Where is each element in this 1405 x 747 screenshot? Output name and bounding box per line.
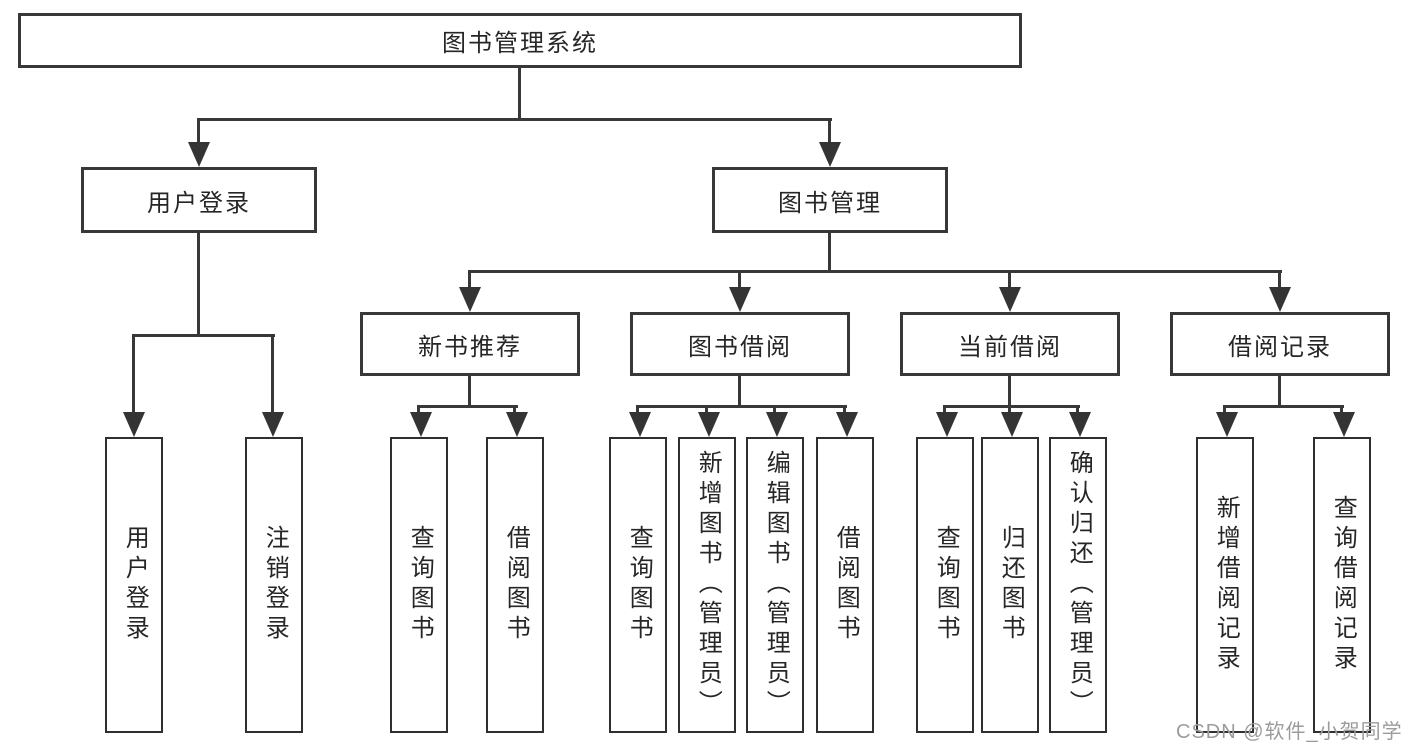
leaf-recommend-borrow-books: 借阅图书 (486, 437, 544, 733)
connector-recommend-stem (468, 376, 471, 407)
csdn-watermark: CSDN @软件_小贺同学 (1176, 721, 1403, 743)
node-current-borrow: 当前借阅 (900, 312, 1120, 376)
arrowhead-borrow-query (629, 412, 651, 437)
arrowhead-current-return (1001, 412, 1023, 437)
connector-drop-borrow-add (705, 407, 708, 415)
leaf-confirm-return-admin-label: 确认归还（管理员） (1065, 450, 1093, 720)
connector-borrow-bus (636, 405, 847, 408)
connector-drop-borrow-query (636, 407, 639, 415)
leaf-edit-books-admin: 编辑图书（管理员） (746, 437, 804, 733)
arrowhead-current-confirm (1069, 412, 1091, 437)
node-root: 图书管理系统 (18, 13, 1022, 68)
node-new-book-recommend-label: 新书推荐 (418, 333, 522, 361)
node-book-manage: 图书管理 (712, 167, 948, 233)
leaf-recommend-query-books-label: 查询图书 (406, 525, 434, 645)
leaf-return-books-label: 归还图书 (997, 525, 1025, 645)
connector-drop-records-add (1223, 407, 1226, 415)
connector-drop-user-login (197, 120, 200, 145)
arrowhead-records-query (1333, 412, 1355, 437)
arrowhead-leaf-user-login (123, 412, 145, 437)
node-root-label: 图书管理系统 (442, 30, 598, 57)
leaf-user-login: 用户登录 (105, 437, 163, 733)
connector-login-bus (132, 334, 275, 337)
leaf-current-query-books: 查询图书 (916, 437, 974, 733)
connector-drop-current-query (943, 407, 946, 415)
node-borrow-records-label: 借阅记录 (1228, 333, 1332, 361)
node-new-book-recommend: 新书推荐 (360, 312, 580, 376)
node-current-borrow-label: 当前借阅 (958, 333, 1062, 361)
node-user-login: 用户登录 (81, 167, 317, 233)
connector-records-stem (1278, 376, 1281, 407)
connector-drop-recommend (468, 272, 471, 289)
arrowhead-current-query (936, 412, 958, 437)
connector-drop-borrow (738, 272, 741, 289)
leaf-query-borrow-record-label: 查询借阅记录 (1329, 495, 1357, 675)
connector-level2-bus (468, 270, 1282, 273)
connector-drop-borrow-edit (773, 407, 776, 415)
connector-drop-leaf-user-login (132, 336, 135, 414)
leaf-borrow-query-books-label: 查询图书 (625, 525, 653, 645)
leaf-borrow-query-books: 查询图书 (609, 437, 667, 733)
arrowhead-leaf-logout (262, 412, 284, 437)
leaf-current-query-books-label: 查询图书 (932, 525, 960, 645)
arrowhead-borrow-borrow (836, 412, 858, 437)
leaf-borrow-books: 借阅图书 (816, 437, 874, 733)
connector-drop-records (1278, 272, 1281, 289)
node-user-login-label: 用户登录 (147, 189, 251, 217)
connector-drop-book-manage (828, 120, 831, 145)
arrowhead-current (999, 287, 1021, 312)
arrowhead-book-manage (819, 142, 841, 167)
leaf-return-books: 归还图书 (981, 437, 1039, 733)
arrowhead-recommend-borrow (506, 412, 528, 437)
connector-root-stem (518, 67, 521, 120)
connector-drop-current-return (1008, 407, 1011, 415)
leaf-logout-label: 注销登录 (261, 525, 289, 645)
leaf-query-borrow-record: 查询借阅记录 (1313, 437, 1371, 733)
arrowhead-recommend (459, 287, 481, 312)
arrowhead-borrow-edit (766, 412, 788, 437)
arrowhead-records-add (1216, 412, 1238, 437)
leaf-edit-books-admin-label: 编辑图书（管理员） (762, 450, 790, 720)
connector-level1-bus (197, 118, 832, 121)
leaf-confirm-return-admin: 确认归还（管理员） (1049, 437, 1107, 733)
arrowhead-borrow (729, 287, 751, 312)
connector-drop-current-confirm (1076, 407, 1079, 415)
leaf-add-books-admin: 新增图书（管理员） (678, 437, 736, 733)
connector-borrow-stem (738, 376, 741, 407)
leaf-recommend-query-books: 查询图书 (390, 437, 448, 733)
connector-current-stem (1008, 376, 1011, 407)
leaf-logout: 注销登录 (245, 437, 303, 733)
arrowhead-recommend-query (410, 412, 432, 437)
connector-login-stem (197, 233, 200, 336)
connector-drop-leaf-logout (271, 336, 274, 414)
leaf-add-borrow-record: 新增借阅记录 (1196, 437, 1254, 733)
connector-drop-borrow-borrow (843, 407, 846, 415)
connector-drop-recommend-borrow (513, 407, 516, 415)
connector-current-bus (943, 405, 1080, 408)
arrowhead-borrow-add (698, 412, 720, 437)
leaf-recommend-borrow-books-label: 借阅图书 (502, 525, 530, 645)
leaf-user-login-label: 用户登录 (121, 525, 149, 645)
node-book-manage-label: 图书管理 (778, 189, 882, 217)
arrowhead-records (1269, 287, 1291, 312)
connector-records-bus (1223, 405, 1344, 408)
leaf-add-books-admin-label: 新增图书（管理员） (694, 450, 722, 720)
connector-drop-current (1008, 272, 1011, 289)
leaf-borrow-books-label: 借阅图书 (832, 525, 860, 645)
arrowhead-user-login (188, 142, 210, 167)
leaf-add-borrow-record-label: 新增借阅记录 (1212, 495, 1240, 675)
connector-drop-recommend-query (417, 407, 420, 415)
node-borrow-records: 借阅记录 (1170, 312, 1390, 376)
node-book-borrow-label: 图书借阅 (688, 333, 792, 361)
connector-manage-stem (828, 233, 831, 273)
connector-drop-records-query (1340, 407, 1343, 415)
connector-recommend-bus (417, 405, 518, 408)
node-book-borrow: 图书借阅 (630, 312, 850, 376)
